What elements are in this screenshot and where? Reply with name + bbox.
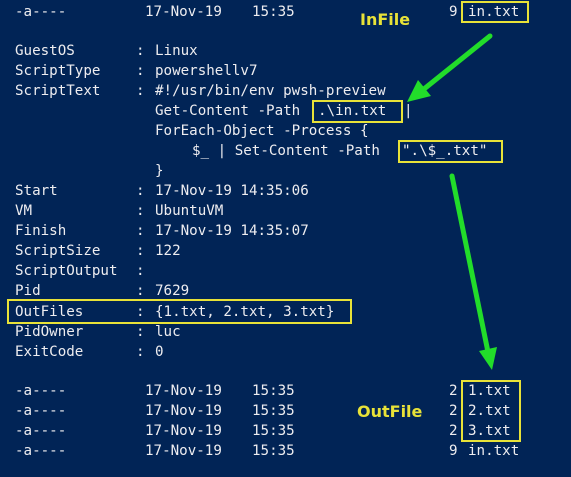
file-mode: -a---- <box>15 4 67 20</box>
prop-value-guestos: Linux <box>155 43 198 59</box>
prop-key-scripttype: ScriptType <box>15 63 101 79</box>
prop-sep: : <box>136 203 145 219</box>
prop-sep: : <box>136 223 145 239</box>
prop-key-pidowner: PidOwner <box>15 324 84 340</box>
outfile-label: OutFile <box>357 402 423 421</box>
script-close-brace: } <box>155 163 164 179</box>
file-date: 17-Nov-19 <box>145 443 222 459</box>
file-date: 17-Nov-19 <box>145 423 222 439</box>
prop-value-finish: 17-Nov-19 14:35:07 <box>155 223 309 239</box>
prop-sep: : <box>136 263 145 279</box>
prop-value-outfiles: {1.txt, 2.txt, 3.txt} <box>155 304 335 320</box>
prop-key-start: Start <box>15 183 58 199</box>
script-foreach: ForEach-Object -Process { <box>155 123 369 139</box>
outfile-highlight-box <box>461 380 521 442</box>
file-time: 15:35 <box>252 423 295 439</box>
outfile-arrow <box>449 173 497 370</box>
prop-key-finish: Finish <box>15 223 67 239</box>
prop-sep: : <box>136 344 145 360</box>
file-mode: -a---- <box>15 383 67 399</box>
prop-value-scripttext: #!/usr/bin/env pwsh-preview <box>155 83 386 99</box>
prop-key-scriptoutput: ScriptOutput <box>15 263 118 279</box>
infile-highlight-box <box>461 1 529 23</box>
script-get-content: Get-Content -Path <box>155 103 301 119</box>
prop-sep: : <box>136 243 145 259</box>
outfiles-highlight-box <box>7 299 352 324</box>
infile-arrow <box>407 33 493 102</box>
prop-sep: : <box>136 324 145 340</box>
file-time: 15:35 <box>252 443 295 459</box>
prop-key-pid: Pid <box>15 283 41 299</box>
file-name: in.txt <box>468 4 520 20</box>
file-date: 17-Nov-19 <box>145 403 222 419</box>
outfile-path-highlight-box <box>398 140 503 163</box>
file-size: 2 <box>449 383 458 399</box>
file-date: 17-Nov-19 <box>145 383 222 399</box>
prop-value-pid: 7629 <box>155 283 190 299</box>
file-mode: -a---- <box>15 403 67 419</box>
infile-path-highlight-box <box>312 100 403 123</box>
file-size: 9 <box>449 443 458 459</box>
prop-sep: : <box>136 304 145 320</box>
script-outfile-path: ".\$_.txt" <box>402 143 488 159</box>
script-pipe: | <box>404 103 413 119</box>
prop-key-guestos: GuestOS <box>15 43 75 59</box>
file-date: 17-Nov-19 <box>145 4 222 20</box>
prop-sep: : <box>136 83 145 99</box>
prop-sep: : <box>136 63 145 79</box>
prop-value-vm: UbuntuVM <box>155 203 224 219</box>
prop-key-outfiles: OutFiles <box>15 304 84 320</box>
file-size: 2 <box>449 423 458 439</box>
file-name: 1.txt <box>468 383 511 399</box>
file-mode: -a---- <box>15 443 67 459</box>
file-mode: -a---- <box>15 423 67 439</box>
file-time: 15:35 <box>252 4 295 20</box>
file-name: in.txt <box>468 443 520 459</box>
file-name: 2.txt <box>468 403 511 419</box>
prop-value-scriptsize: 122 <box>155 243 181 259</box>
prop-key-scriptsize: ScriptSize <box>15 243 101 259</box>
prop-value-scripttype: powershellv7 <box>155 63 258 79</box>
file-size: 2 <box>449 403 458 419</box>
prop-sep: : <box>136 283 145 299</box>
file-size: 9 <box>449 4 458 20</box>
prop-value-exitcode: 0 <box>155 344 164 360</box>
prop-sep: : <box>136 43 145 59</box>
script-infile-path: .\in.txt <box>318 103 387 119</box>
infile-label: InFile <box>360 10 411 29</box>
prop-key-vm: VM <box>15 203 33 219</box>
file-name: 3.txt <box>468 423 511 439</box>
file-time: 15:35 <box>252 403 295 419</box>
prop-value-start: 17-Nov-19 14:35:06 <box>155 183 309 199</box>
prop-sep: : <box>136 183 145 199</box>
prop-value-pidowner: luc <box>155 324 181 340</box>
prop-key-scripttext: ScriptText <box>15 83 101 99</box>
file-time: 15:35 <box>252 383 295 399</box>
prop-key-exitcode: ExitCode <box>15 344 84 360</box>
script-set-content: $_ | Set-Content -Path <box>192 143 380 159</box>
